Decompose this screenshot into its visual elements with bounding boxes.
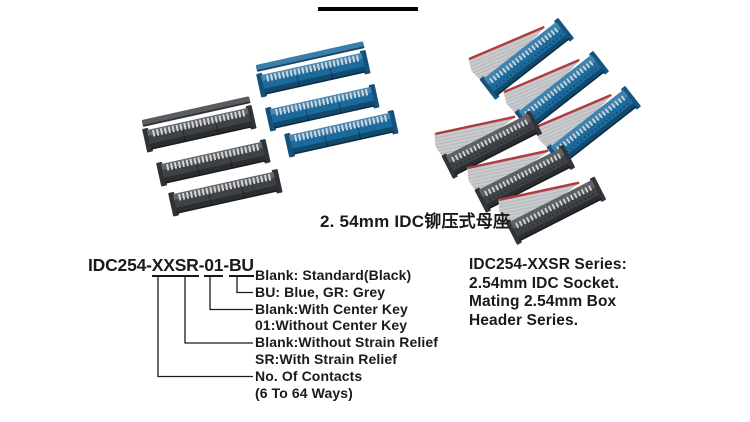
series-line-2: 2.54mm IDC Socket. <box>469 274 619 292</box>
series-line-3: Mating 2.54mm Box <box>469 293 617 311</box>
decode-line-no-strain-relief: Blank:Without Strain Relief <box>255 334 439 351</box>
loose-sockets-group <box>140 41 398 216</box>
callout-line-sr <box>184 275 253 344</box>
cabled-sockets-group <box>364 0 641 279</box>
idc-socket-blue-strain-relief <box>254 41 370 97</box>
callout-line-bu <box>236 275 253 294</box>
part-number: IDC254-XXSR-01-BU <box>88 255 254 277</box>
decode-line-color-options: BU: Blue, GR: Grey <box>255 283 386 300</box>
decode-line-contacts: No. Of Contacts <box>255 367 363 384</box>
decode-line-with-center-key: Blank:With Center Key <box>255 300 408 317</box>
header-rule <box>318 7 418 11</box>
part-number-ways-code: XXSR <box>151 255 199 277</box>
series-description: IDC254-XXSR Series: 2.54mm IDC Socket. M… <box>469 256 627 330</box>
part-number-dash: - <box>198 255 205 275</box>
part-number-decode-list: Blank: Standard(Black) BU: Blue, GR: Gre… <box>255 267 438 401</box>
product-caption: 2. 54mm IDC铆压式母座 <box>320 212 511 231</box>
part-number-color-code: BU <box>228 255 254 277</box>
part-number-key-code: 01 <box>204 255 224 277</box>
series-line-4: Header Series. <box>469 311 579 329</box>
decode-line-ways-range: (6 To 64 Ways) <box>255 384 353 401</box>
callout-line-xx <box>157 275 253 378</box>
callout-line-01 <box>209 275 253 311</box>
decode-line-no-center-key: 01:Without Center Key <box>255 317 408 334</box>
decode-callout-lines <box>157 275 253 378</box>
part-number-prefix: IDC254- <box>88 255 152 275</box>
decode-line-strain-relief: SR:With Strain Relief <box>255 350 397 367</box>
decode-line-color-standard: Blank: Standard(Black) <box>255 267 412 283</box>
part-number-dash: - <box>223 255 229 275</box>
series-title: IDC254-XXSR Series: <box>469 256 627 273</box>
idc-socket-black-strain-relief <box>140 96 256 152</box>
